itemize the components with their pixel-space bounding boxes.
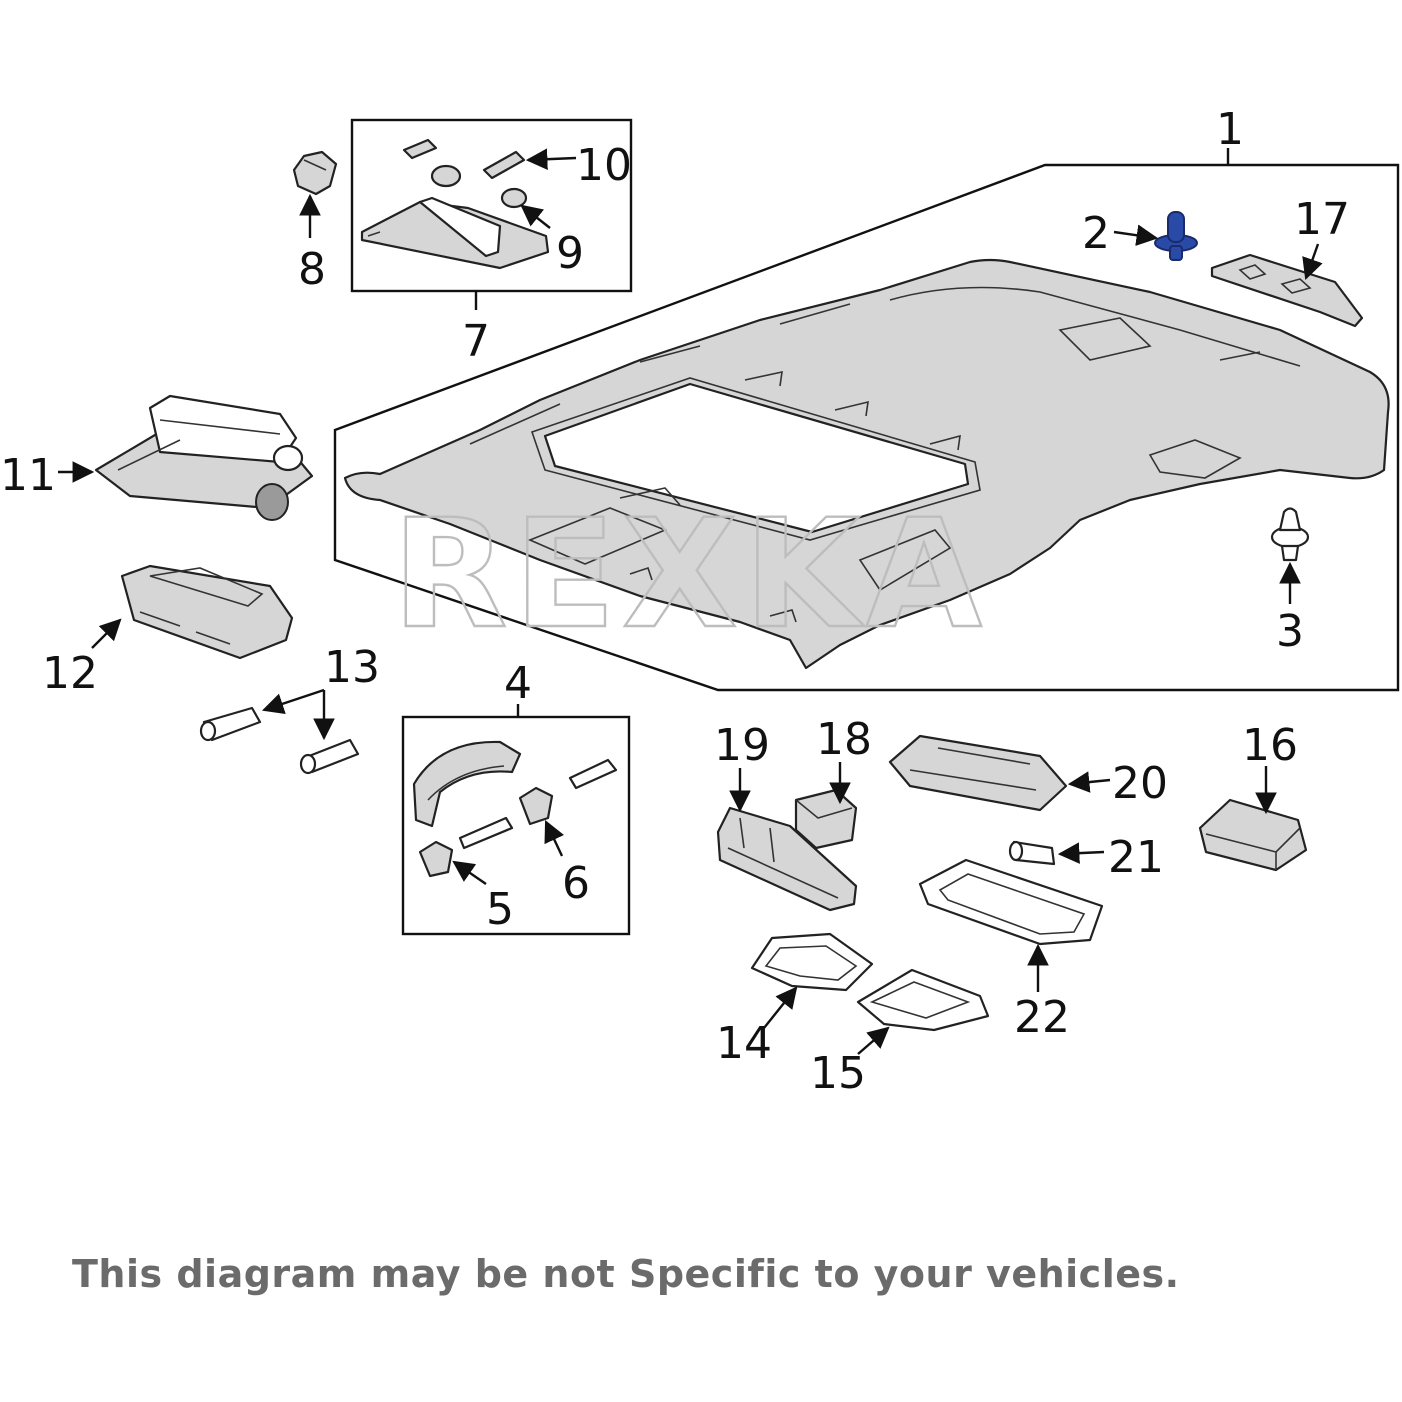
bulb-part-21 xyxy=(1008,840,1056,866)
callout-1: 1 xyxy=(1216,104,1244,155)
callout-9: 9 xyxy=(556,228,584,279)
callout-13: 13 xyxy=(324,642,380,693)
lens-part-14 xyxy=(750,932,874,992)
bulbs-part-13 xyxy=(199,706,360,775)
callout-15: 15 xyxy=(810,1048,866,1099)
lens-part-15 xyxy=(856,968,990,1032)
callout-labels: 1 2 17 3 8 10 9 7 11 12 13 4 5 6 19 18 2… xyxy=(0,104,1350,1099)
callout-14: 14 xyxy=(716,1018,772,1069)
callout-12: 12 xyxy=(42,648,98,699)
callout-20: 20 xyxy=(1112,758,1168,809)
lens-part-22 xyxy=(918,858,1104,946)
clip-part-2-highlighted[interactable] xyxy=(1154,211,1198,261)
callout-6: 6 xyxy=(562,858,590,909)
clip-part-8 xyxy=(292,150,338,196)
callout-19: 19 xyxy=(714,720,770,771)
rear-bracket-part-17 xyxy=(1210,253,1364,328)
console-part-12 xyxy=(120,564,294,660)
module-part-16 xyxy=(1198,798,1308,872)
grab-handle xyxy=(412,740,522,828)
callout-18: 18 xyxy=(816,714,872,765)
grab-handle-box xyxy=(401,715,631,936)
callout-11: 11 xyxy=(0,450,56,501)
headliner-assembly-box xyxy=(333,163,1400,692)
callout-16: 16 xyxy=(1242,720,1298,771)
visor-clip-parts-9-10 xyxy=(402,138,528,209)
lamp-part-20 xyxy=(888,734,1068,812)
callout-4: 4 xyxy=(504,658,532,709)
clip-part-3 xyxy=(1270,507,1310,562)
callout-2: 2 xyxy=(1082,208,1110,259)
callout-17: 17 xyxy=(1294,194,1350,245)
callout-8: 8 xyxy=(298,244,326,295)
map-light-part-11 xyxy=(94,394,314,521)
sun-visor-box xyxy=(350,118,633,293)
watermark-logo: REXKA xyxy=(392,488,988,662)
callout-21: 21 xyxy=(1108,832,1164,883)
callout-22: 22 xyxy=(1014,992,1070,1043)
sun-visor xyxy=(360,196,550,270)
console-part-19 xyxy=(716,806,858,912)
disclaimer-text: This diagram may be not Specific to your… xyxy=(72,1252,1180,1296)
callout-7: 7 xyxy=(462,316,490,367)
handle-clips-parts-5-6 xyxy=(418,758,618,878)
leader-lines xyxy=(58,148,1323,1055)
callout-5: 5 xyxy=(486,884,514,935)
headliner-panel xyxy=(343,258,1390,670)
callout-10: 10 xyxy=(576,140,632,191)
callout-3: 3 xyxy=(1276,606,1304,657)
